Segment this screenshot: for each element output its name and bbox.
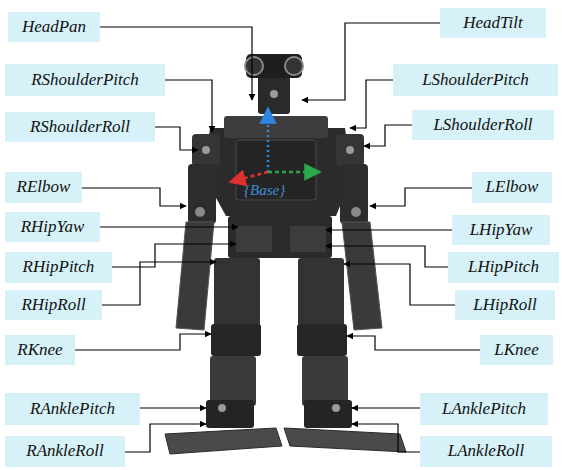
joint-label-box: RHipPitch xyxy=(5,252,112,283)
neck-bracket xyxy=(258,74,290,114)
torso-top xyxy=(224,116,328,138)
joint-label-box: RKnee xyxy=(5,335,75,365)
joint-label-box: LHipYaw xyxy=(452,215,550,245)
joint-label-box: RHipYaw xyxy=(5,212,100,242)
leader-line xyxy=(350,80,393,128)
joint-name: LHipRoll xyxy=(473,296,536,315)
leader-line xyxy=(82,188,186,206)
thigh xyxy=(298,258,344,326)
joint-name: RShoulderPitch xyxy=(31,71,139,90)
joint-label-box: HeadTilt xyxy=(440,8,546,38)
forearm xyxy=(176,222,214,330)
servo-screw xyxy=(346,146,354,154)
joint-name: LShoulderRoll xyxy=(433,116,532,135)
joint-label-box: RShoulderRoll xyxy=(5,112,155,142)
joint-name: LHipYaw xyxy=(470,221,533,240)
upper-arm xyxy=(188,164,216,224)
thigh xyxy=(214,258,260,326)
leader-line xyxy=(75,334,211,350)
joint-name: HeadTilt xyxy=(463,14,523,33)
leader-line xyxy=(100,226,238,227)
joint-name: HeadPan xyxy=(22,18,86,37)
joint-name: LKnee xyxy=(494,341,538,360)
torso-panel xyxy=(236,140,316,200)
joint-label-box: RShoulderPitch xyxy=(5,64,165,96)
joint-name: LAnklePitch xyxy=(442,400,526,419)
joint-name: LElbow xyxy=(486,178,539,197)
leader-line xyxy=(112,244,236,267)
joint-name: RElbow xyxy=(17,178,71,197)
joint-name: LHipPitch xyxy=(468,258,539,277)
camera-lens xyxy=(285,57,303,75)
shin xyxy=(210,356,256,406)
joint-label-box: RAnklePitch xyxy=(5,393,140,425)
joint-label-box: LShoulderRoll xyxy=(412,110,554,140)
leader-line xyxy=(364,125,412,146)
forearm xyxy=(342,222,382,330)
foot-plate xyxy=(284,428,406,452)
joint-label-box: LHipPitch xyxy=(448,252,559,283)
axis-z xyxy=(267,108,270,172)
shin xyxy=(302,356,348,406)
upper-arm xyxy=(340,164,368,224)
leader-line xyxy=(347,336,480,350)
joint-name: RAnkleRoll xyxy=(26,442,103,461)
joint-name: RHipYaw xyxy=(21,218,85,237)
leader-line xyxy=(102,262,216,305)
leader-line xyxy=(326,229,452,230)
knee-servo xyxy=(297,324,347,356)
joint-label-box: LAnklePitch xyxy=(420,393,548,425)
joint-label-box: LShoulderPitch xyxy=(393,64,558,96)
joint-name: RShoulderRoll xyxy=(30,118,130,137)
hip-servo xyxy=(236,226,272,252)
hip-servo xyxy=(290,226,326,252)
shoulder-servo xyxy=(336,134,364,166)
leader-line xyxy=(165,80,212,132)
camera-bar xyxy=(246,54,302,78)
leader-line xyxy=(370,188,472,206)
torso xyxy=(204,128,352,216)
joint-name: RKnee xyxy=(17,341,62,360)
joint-name: RAnklePitch xyxy=(30,400,115,419)
joint-label-box: LElbow xyxy=(472,172,552,203)
axis-x xyxy=(230,172,268,182)
leader-line xyxy=(140,407,206,408)
joint-name: LShoulderPitch xyxy=(422,71,529,90)
elbow-joint xyxy=(351,207,361,217)
joint-label-box: HeadPan xyxy=(8,12,100,42)
leader-line xyxy=(125,424,206,452)
joint-label-box: RHipRoll xyxy=(5,290,102,320)
joint-name: RHipPitch xyxy=(23,258,95,277)
leader-line xyxy=(155,127,198,150)
joint-label-box: RAnkleRoll xyxy=(5,436,125,467)
hip-block xyxy=(228,216,332,258)
joint-name: RHipRoll xyxy=(21,296,85,315)
leader-line xyxy=(352,407,420,408)
leader-line xyxy=(352,424,420,452)
servo-screw xyxy=(270,90,278,98)
ankle-servo xyxy=(206,400,254,428)
joint-label-box: LHipRoll xyxy=(455,290,555,320)
ankle-servo xyxy=(304,400,352,428)
joint-label-box: LAnkleRoll xyxy=(420,436,552,467)
servo-screw xyxy=(218,404,226,412)
knee-servo xyxy=(211,324,261,356)
joint-label-box: RElbow xyxy=(5,172,82,203)
joint-name: LAnkleRoll xyxy=(448,442,524,461)
frame-label: {Base} xyxy=(244,182,285,199)
camera-lens xyxy=(245,57,263,75)
joint-label-box: LKnee xyxy=(480,335,553,365)
servo-screw xyxy=(332,404,340,412)
elbow-joint xyxy=(195,207,205,217)
foot-plate xyxy=(165,428,282,454)
servo-screw xyxy=(202,146,210,154)
leader-line xyxy=(344,264,455,305)
axis-y xyxy=(268,171,320,174)
